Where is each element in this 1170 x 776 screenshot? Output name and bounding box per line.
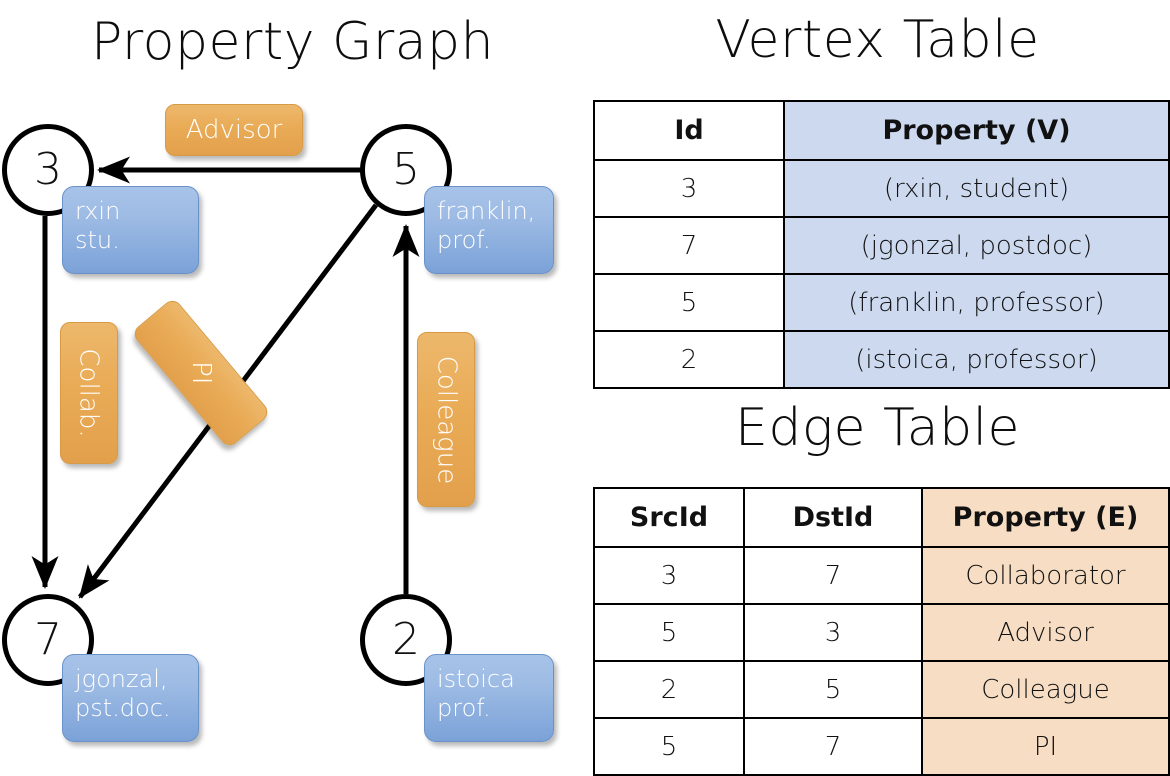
vertex-cell-property: (franklin, professor): [783, 273, 1170, 332]
edge-table-col-srcid: SrcId: [593, 487, 745, 548]
table-row: 5 7 PI: [593, 717, 1170, 776]
node-property-5-line1: franklin,: [437, 197, 536, 225]
node-property-3-line2: stu.: [75, 226, 120, 255]
graph-node-5-label: 5: [392, 144, 420, 195]
node-property-box-7: jgonzal, pst.doc.: [62, 654, 199, 742]
vertex-cell-property: (istoica, professor): [783, 330, 1170, 389]
node-property-box-5: franklin, prof.: [424, 186, 554, 274]
vertex-cell-id: 7: [593, 216, 785, 275]
edge-label-collab-text: Collab.: [74, 348, 104, 438]
graph-node-2[interactable]: 2: [360, 594, 452, 686]
edge-table-col-dstid: DstId: [743, 487, 923, 548]
node-property-2-line2: prof.: [437, 694, 491, 723]
edge-cell-srcid: 3: [593, 546, 745, 605]
edge-cell-dstid: 3: [743, 603, 923, 662]
vertex-table-header-row: Id Property (V): [593, 100, 1170, 161]
edge-cell-property: Colleague: [921, 660, 1170, 719]
page-title-property-graph: Property Graph: [90, 12, 495, 72]
table-row: 3 7 Collaborator: [593, 546, 1170, 605]
edge-cell-property: Advisor: [921, 603, 1170, 662]
graph-node-7-label: 7: [34, 614, 62, 665]
table-row: 2 5 Colleague: [593, 660, 1170, 719]
table-row: 7 (jgonzal, postdoc): [593, 216, 1170, 275]
edge-table: SrcId DstId Property (E) 3 7 Collaborato…: [593, 487, 1170, 776]
vertex-table: Id Property (V) 3 (rxin, student) 7 (jgo…: [593, 100, 1170, 389]
node-property-box-2: istoica prof.: [424, 654, 554, 742]
table-row: 2 (istoica, professor): [593, 330, 1170, 389]
graph-node-3-label: 3: [34, 144, 62, 195]
property-graph-diagram: 3 5 7 2 rxin stu. franklin, prof. jgonza…: [0, 0, 585, 760]
node-property-5-line2: prof.: [437, 226, 491, 255]
table-row: 3 (rxin, student): [593, 159, 1170, 218]
table-row: 5 3 Advisor: [593, 603, 1170, 662]
page-title-edge-table: Edge Table: [734, 398, 1021, 458]
edge-label-pi-text: PI: [185, 361, 216, 385]
vertex-cell-property: (rxin, student): [783, 159, 1170, 218]
edge-label-colleague: Colleague: [417, 332, 475, 507]
edge-cell-dstid: 7: [743, 717, 923, 776]
vertex-cell-id: 3: [593, 159, 785, 218]
vertex-cell-property: (jgonzal, postdoc): [783, 216, 1170, 275]
node-property-box-3: rxin stu.: [62, 186, 199, 274]
edge-cell-dstid: 7: [743, 546, 923, 605]
edge-cell-property: Collaborator: [921, 546, 1170, 605]
edge-cell-dstid: 5: [743, 660, 923, 719]
edge-label-advisor: Advisor: [165, 104, 303, 156]
vertex-table-col-id: Id: [593, 100, 785, 161]
node-property-7-line2: pst.doc.: [75, 694, 171, 723]
page-title-vertex-table: Vertex Table: [715, 10, 1040, 70]
edge-cell-srcid: 2: [593, 660, 745, 719]
edge-label-colleague-text: Colleague: [431, 355, 462, 484]
edge-table-col-property: Property (E): [921, 487, 1170, 548]
vertex-cell-id: 5: [593, 273, 785, 332]
graph-node-2-label: 2: [392, 614, 420, 665]
table-row: 5 (franklin, professor): [593, 273, 1170, 332]
node-property-7-line1: jgonzal,: [75, 665, 168, 693]
edge-table-header-row: SrcId DstId Property (E): [593, 487, 1170, 548]
node-property-3-line1: rxin: [75, 197, 121, 225]
edge-label-collab: Collab.: [60, 322, 118, 464]
edge-cell-property: PI: [921, 717, 1170, 776]
edge-label-advisor-text: Advisor: [185, 115, 283, 145]
edge-cell-srcid: 5: [593, 603, 745, 662]
graph-node-5[interactable]: 5: [360, 124, 452, 216]
vertex-table-col-property: Property (V): [783, 100, 1170, 161]
node-property-2-line1: istoica: [437, 665, 515, 693]
edge-cell-srcid: 5: [593, 717, 745, 776]
vertex-cell-id: 2: [593, 330, 785, 389]
